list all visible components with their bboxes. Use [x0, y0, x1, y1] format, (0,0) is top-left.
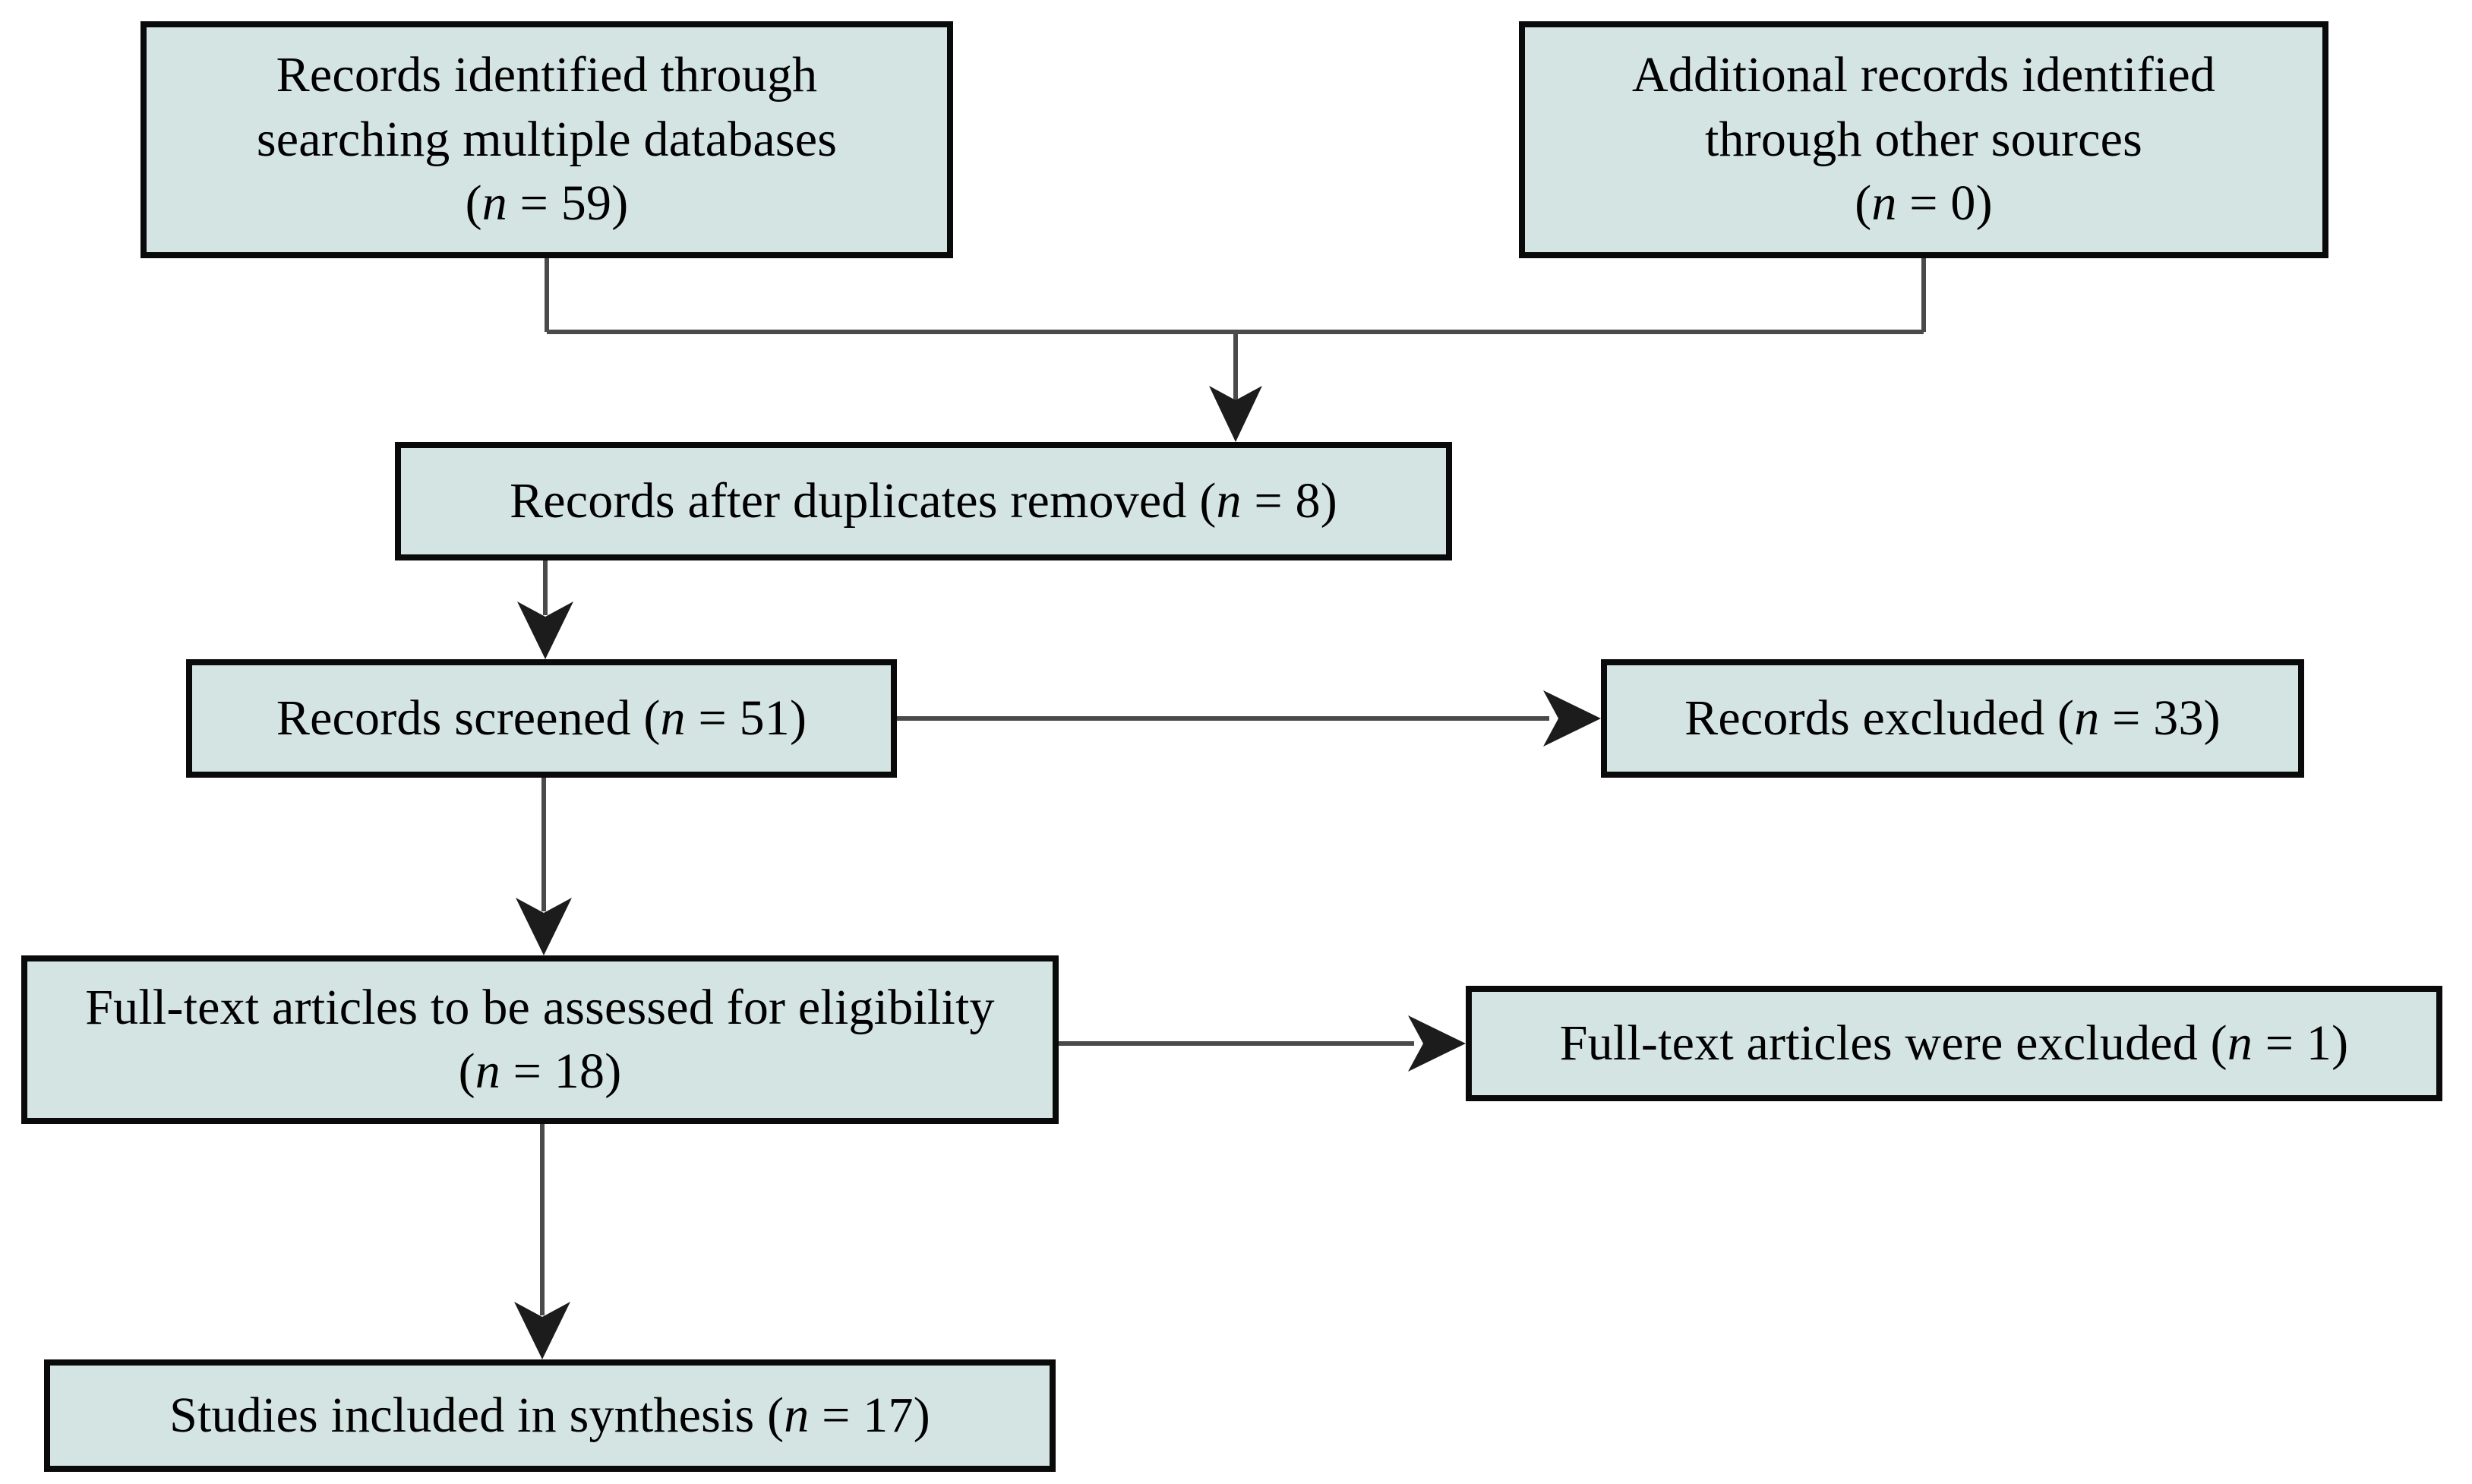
arrowhead-to-excluded [1543, 690, 1601, 747]
edge-duplicates-to-screened [517, 560, 573, 659]
node-label-records-after-duplicates-removed: Records after duplicates removed (n = 8) [510, 472, 1337, 529]
arrowhead-to-fulltext [516, 898, 572, 955]
arrowhead-to-screened [517, 601, 573, 659]
node-records-excluded[interactable]: Records excluded (n = 33) [1601, 659, 2304, 778]
node-label-records-screened: Records screened (n = 51) [276, 690, 807, 746]
node-records-screened[interactable]: Records screened (n = 51) [186, 659, 897, 778]
node-fulltext-articles-excluded[interactable]: Full-text articles were excluded (n = 1) [1466, 986, 2442, 1101]
edge-fulltext-to-included [514, 1124, 570, 1359]
arrowhead-to-included [514, 1302, 570, 1359]
node-label-studies-included-in-synthesis: Studies included in synthesis (n = 17) [169, 1387, 930, 1443]
node-label-fulltext-articles-excluded: Full-text articles were excluded (n = 1) [1559, 1015, 2349, 1071]
node-fulltext-articles-assessed-eligibility[interactable]: Full-text articles to be assessed for el… [21, 955, 1059, 1124]
node-label-records-excluded: Records excluded (n = 33) [1684, 690, 2221, 746]
edge-screened-to-excluded [897, 690, 1601, 747]
arrowhead-to-duplicates [1209, 386, 1262, 442]
edge-screened-to-fulltext [516, 778, 572, 955]
edge-identification-to-duplicates [545, 258, 1926, 442]
node-label-fulltext-articles-assessed-eligibility: Full-text articles to be assessed for el… [85, 979, 995, 1099]
edge-fulltext-to-fulltext-excluded [1059, 1015, 1466, 1072]
arrowhead-to-fulltext-excluded [1408, 1015, 1466, 1072]
node-studies-included-in-synthesis[interactable]: Studies included in synthesis (n = 17) [44, 1359, 1056, 1472]
node-records-after-duplicates-removed[interactable]: Records after duplicates removed (n = 8) [395, 442, 1452, 560]
